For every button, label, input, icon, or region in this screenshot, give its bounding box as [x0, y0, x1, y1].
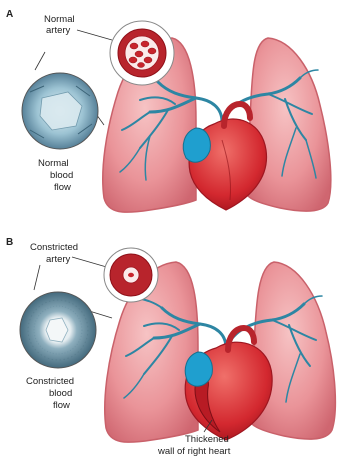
panel-b-flow-label-line1: Constricted — [26, 376, 74, 387]
panel-a-artery-label-line2: artery — [46, 25, 71, 36]
panel-b-right-lung — [252, 262, 335, 439]
panel-a: A — [6, 9, 331, 212]
panel-a-letter: A — [6, 9, 13, 20]
panel-a-flow-label-line3: flow — [54, 182, 71, 193]
panel-b: B Con — [6, 237, 335, 457]
panel-a-flow-label-line1: Normal — [38, 158, 69, 169]
panel-b-flow-label-line3: flow — [53, 400, 70, 411]
panel-b-artery-label-line1: Constricted — [30, 242, 78, 253]
panel-a-normal-artery-cross-section — [110, 21, 174, 85]
panel-a-artery-label-line1: Normal — [44, 14, 75, 25]
panel-b-heart-label-line1: Thickened — [185, 434, 229, 445]
panel-b-constricted-blood-flow-magnified — [20, 292, 96, 368]
panel-b-heart-label-line2: wall of right heart — [157, 446, 231, 457]
panel-a-right-lung — [248, 38, 331, 211]
panel-b-letter: B — [6, 237, 13, 248]
panel-b-artery-label-line2: artery — [46, 254, 71, 265]
panel-a-normal-blood-flow-magnified — [22, 73, 98, 149]
panel-b-constricted-artery-cross-section — [104, 248, 158, 302]
panel-b-flow-label-line2: blood — [49, 388, 72, 399]
panel-a-flow-label-line2: blood — [50, 170, 73, 181]
